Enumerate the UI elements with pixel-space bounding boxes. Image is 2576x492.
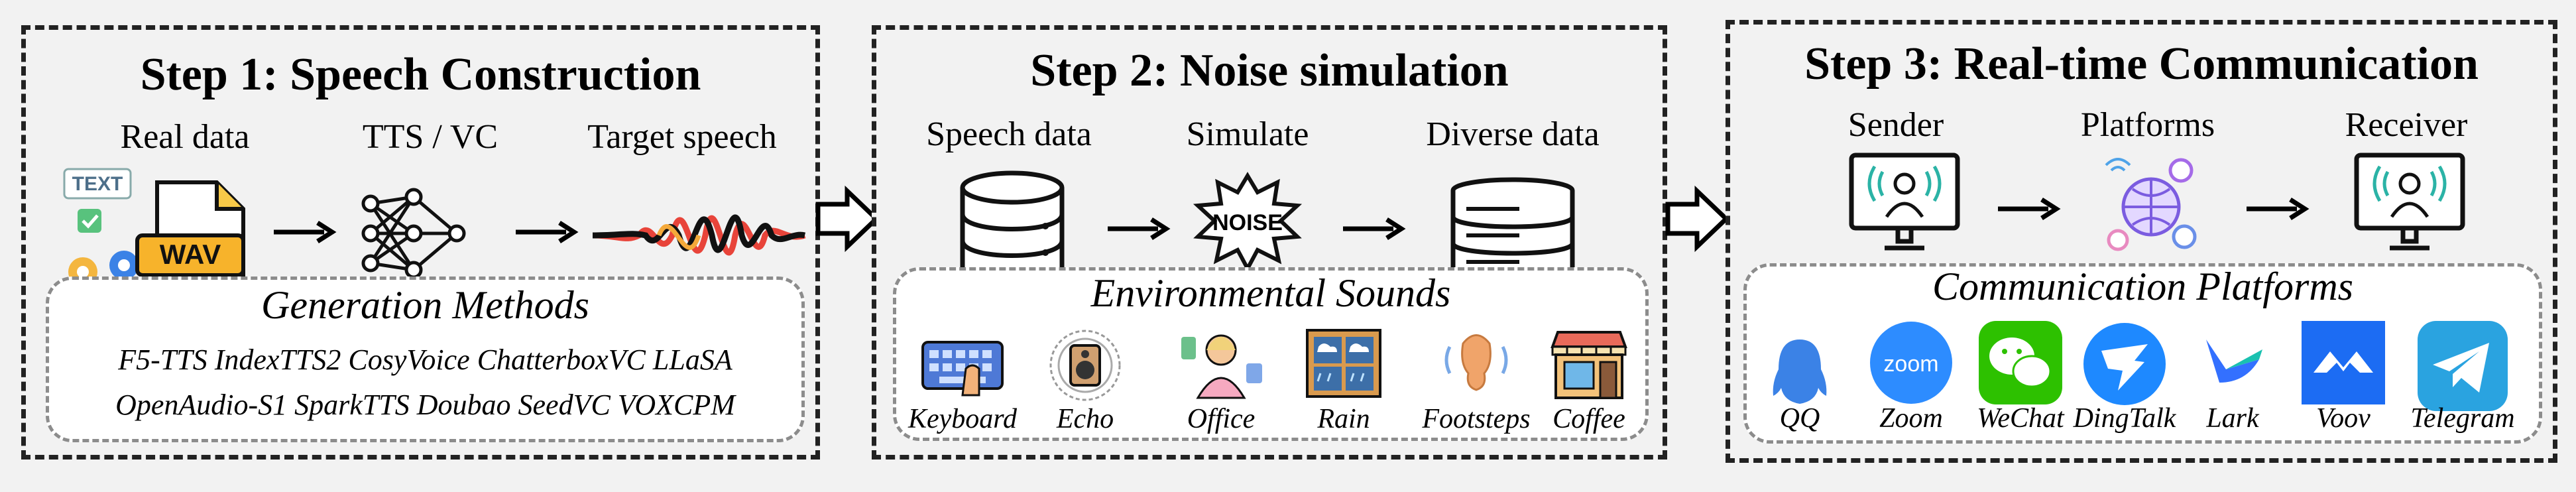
diverse-data-label: Diverse data	[1426, 115, 1600, 153]
lark-icon	[2191, 321, 2274, 404]
wechat-icon	[1979, 321, 2062, 404]
arrow-icon	[274, 221, 337, 243]
speech-data-label: Speech data	[926, 115, 1092, 153]
platform-label-dingtalk: DingTalk	[2073, 403, 2176, 434]
platform-label-qq: QQ	[1779, 403, 1820, 434]
simulate-label: Simulate	[1186, 115, 1309, 153]
communication-platforms-title: Communication Platforms	[1932, 265, 2353, 308]
waveform-icon	[592, 214, 806, 256]
zoom-icon: zoom	[1870, 322, 1952, 404]
platform-label-wechat: WeChat	[1977, 403, 2064, 434]
telegram-icon	[2418, 321, 2508, 411]
text-icon-label: TEXT	[72, 173, 123, 195]
keyboard-icon	[921, 341, 1004, 397]
real-data-label: Real data	[120, 118, 250, 156]
generation-methods-title: Generation Methods	[261, 283, 589, 327]
qq-icon	[1773, 339, 1827, 404]
step3-title: Step 3: Real-time Communication	[1804, 38, 2479, 90]
step2-title: Step 2: Noise simulation	[1030, 45, 1509, 96]
communication-platforms-box: Communication Platforms QQ zoom Zoom WeC…	[1743, 263, 2542, 444]
hollow-arrow-icon	[815, 185, 880, 253]
sound-label-keyboard: Keyboard	[907, 404, 1018, 434]
voov-icon	[2302, 321, 2385, 404]
sender-monitor-icon	[1849, 153, 1960, 251]
server-stack-icon	[1450, 177, 1575, 285]
tts-vc-label: TTS / VC	[362, 118, 498, 156]
hollow-arrow-icon	[1665, 185, 1730, 253]
zoom-logo-text: zoom	[1883, 351, 1938, 377]
rain-window-icon	[1306, 329, 1381, 398]
environmental-sounds-title: Environmental Sounds	[1090, 271, 1451, 315]
footsteps-icon	[1444, 334, 1508, 391]
sound-label-echo: Echo	[1056, 404, 1114, 434]
receiver-monitor-icon	[2354, 153, 2465, 251]
receiver-label: Receiver	[2345, 106, 2468, 144]
sound-label-coffee: Coffee	[1552, 404, 1625, 434]
office-worker-icon	[1181, 334, 1262, 399]
arrow-icon	[1108, 217, 1171, 240]
step3-panel: Step 3: Real-time Communication Sender P…	[1726, 20, 2557, 463]
sender-label: Sender	[1847, 106, 1944, 144]
methods-row-1: F5-TTS IndexTTS2 CosyVoice ChatterboxVC …	[118, 343, 732, 376]
environmental-sounds-box: Environmental Sounds Keyboard Echo Offic…	[893, 267, 1649, 441]
step1-panel: Step 1: Speech Construction Real data TT…	[21, 25, 820, 460]
arrow-icon	[1343, 217, 1406, 240]
arrow-icon	[2247, 198, 2310, 220]
platform-label-zoom: Zoom	[1879, 403, 1943, 434]
sound-label-footsteps: Footsteps	[1422, 404, 1531, 434]
sound-label-rain: Rain	[1317, 404, 1370, 434]
sound-label-office: Office	[1187, 404, 1256, 434]
step2-panel: Step 2: Noise simulation Speech data Sim…	[872, 25, 1667, 460]
arrow-icon	[516, 221, 579, 243]
database-icon	[960, 170, 1065, 284]
step1-title: Step 1: Speech Construction	[140, 49, 701, 100]
noise-word: NOISE	[1212, 210, 1283, 235]
target-speech-label: Target speech	[587, 118, 777, 156]
generation-methods-box: Generation Methods F5-TTS IndexTTS2 Cosy…	[46, 277, 805, 442]
echo-speaker-icon	[1049, 330, 1121, 401]
platform-label-telegram: Telegram	[2410, 403, 2515, 434]
arrow-icon	[1998, 198, 2061, 220]
neural-network-icon	[361, 188, 466, 279]
coffee-shop-icon	[1551, 331, 1627, 399]
platforms-label: Platforms	[2080, 106, 2215, 144]
noise-burst-icon: NOISE	[1193, 172, 1303, 288]
network-globe-icon	[2105, 158, 2197, 251]
platform-label-lark: Lark	[2206, 403, 2259, 434]
methods-row-2: OpenAudio-S1 SparkTTS Doubao SeedVC VOXC…	[115, 389, 735, 421]
dingtalk-icon	[2083, 323, 2166, 405]
wav-icon-label: WAV	[160, 239, 221, 270]
platform-label-voov: Voov	[2316, 403, 2371, 434]
real-data-icon: TEXT WAV	[63, 168, 245, 304]
